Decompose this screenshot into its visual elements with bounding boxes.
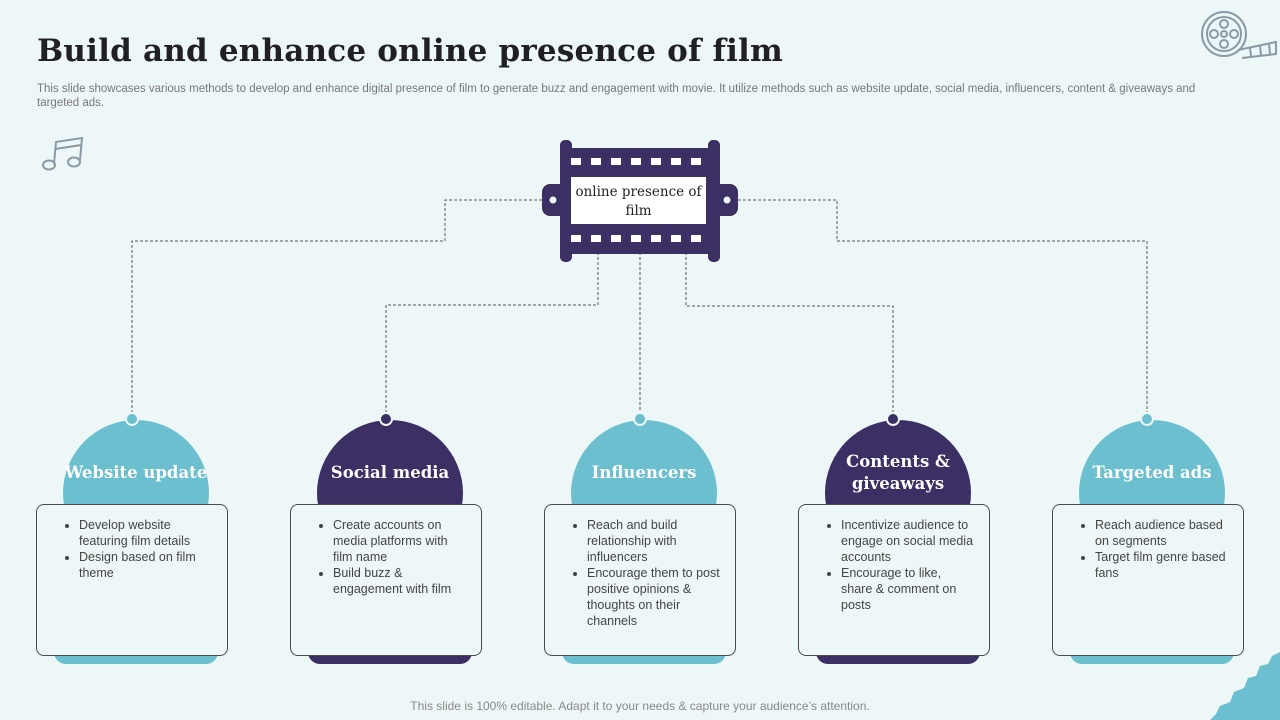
bullet-item: Reach and build relationship with influe… [587,517,721,565]
music-note-icon [42,136,84,171]
bullet-item: Incentivize audience to engage on social… [841,517,975,565]
method-label: Influencers [591,463,697,482]
bullet-item: Encourage to like, share & comment on po… [841,565,975,613]
method-label: Targeted ads [1092,463,1212,482]
method-card: Reach and build relationship with influe… [544,504,736,656]
connector-dot [886,412,900,426]
connector-dot [379,412,393,426]
connector-dot [125,412,139,426]
slide-subtitle: This slide showcases various methods to … [37,83,1196,109]
method-label: Social media [330,463,450,482]
method-card: Incentivize audience to engage on social… [798,504,990,656]
slide-footer: This slide is 100% editable. Adapt it to… [410,699,870,713]
bullet-item: Develop website featuring film details [79,517,213,549]
method-label: Website update [64,463,208,482]
connector-social-media [385,252,599,412]
method-bullets: Incentivize audience to engage on social… [819,517,975,613]
method-bullets: Create accounts on media platforms with … [311,517,467,597]
connector-contents-giveaways [685,252,894,412]
method-website-update: Develop website featuring film details D… [36,412,236,668]
film-strip-icon [542,140,738,262]
center-label: online presence of film [575,184,702,219]
method-bullets: Reach and build relationship with influe… [565,517,721,629]
bullet-item: Design based on film theme [79,549,213,581]
bullet-item: Build buzz & engagement with film [333,565,467,597]
slide-title: Build and enhance online presence of fil… [37,33,784,69]
bullet-item: Reach audience based on segments [1095,517,1229,549]
method-targeted-ads: Reach audience based on segments Target … [1052,412,1252,668]
method-social-media: Create accounts on media platforms with … [290,412,490,668]
bullet-item: Create accounts on media platforms with … [333,517,467,565]
connector-dot [1140,412,1154,426]
method-bullets: Reach audience based on segments Target … [1073,517,1229,581]
connector-dot [633,412,647,426]
corner-decoration [1210,652,1280,720]
method-contents-giveaways: Incentivize audience to engage on social… [798,412,998,668]
connector-website-update [131,199,542,412]
connector-targeted-ads [738,199,1148,412]
method-card: Develop website featuring film details D… [36,504,228,656]
film-reel-icon [1201,11,1277,59]
method-label: Contents & giveaways [846,452,950,493]
method-influencers: Reach and build relationship with influe… [544,412,744,668]
bullet-item: Target film genre based fans [1095,549,1229,581]
method-bullets: Develop website featuring film details D… [57,517,213,581]
method-card: Reach audience based on segments Target … [1052,504,1244,656]
method-card: Create accounts on media platforms with … [290,504,482,656]
bullet-item: Encourage them to post positive opinions… [587,565,721,629]
